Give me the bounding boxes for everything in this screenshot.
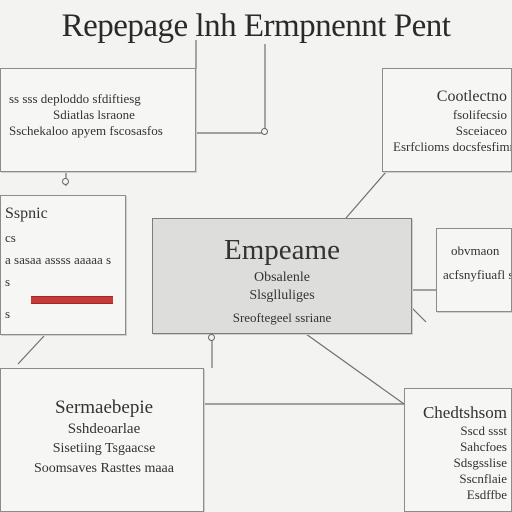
box-line: cs [5,230,16,245]
connector-node [208,334,215,341]
box-line: Sschekaloo apyem fscosasfos [9,123,163,138]
box-line: Esrfclioms docsfesfimn [393,139,512,154]
box-line: s [5,306,11,321]
highlight-bar [31,296,113,304]
box-line: Sdsgsslise [453,455,507,470]
box-line: Sreoftegeel ssriane [232,310,332,325]
box-heading: Cootlectno [436,88,507,105]
connector-arrow [411,307,427,323]
top-left-box: ss sss deploddo sfdiftiesg Sdiatlas lsra… [0,68,196,172]
box-line: Esdffbe [466,487,507,502]
box-line: Sisetiing Tsgaacse [52,441,156,456]
box-line: a sasaa assss aaaaa s [5,252,112,267]
connector-center-bottom-right [305,333,405,405]
box-heading: Sspnic [5,205,48,222]
box-heading: Sermaebepie [54,397,154,418]
box-line: fsolifecsio [452,107,507,122]
box-line: Sscnflaie [459,471,507,486]
box-heading: Chedtshsom [422,403,507,422]
box-line: Soomsaves Rasttes maaa [34,461,174,476]
top-right-box: Cootlectno fsolifecsio Ssceiaceo Esrfcli… [382,68,512,172]
box-line: acfsnyfiuafl sorse [443,267,511,282]
box-line: Sdiatlas lsraone [53,107,135,122]
connector-node [261,128,268,135]
bottom-left-box: Sermaebepie Sshdeoarlae Sisetiing Tsgaac… [0,368,204,512]
box-line: obvmaon [451,243,500,258]
box-line: Obsalenle [254,270,310,285]
box-line: Sshdeoarlae [67,421,141,437]
connector-title-top-left [195,40,266,134]
box-line: Slsglluliges [249,288,315,303]
center-box: Empeame Obsalenle Slsglluliges Sreoftege… [152,218,412,334]
box-line: Sahcfoes [460,439,507,454]
box-line: s [5,274,11,289]
box-line: Sscd ssst [460,423,507,438]
box-line: Ssceiaceo [455,123,507,138]
box-line: ss sss deploddo sfdiftiesg [9,91,141,106]
connector-top-right-center [345,171,387,219]
connector-node [62,178,69,185]
mid-right-box: obvmaon acfsnyfiuafl sorse [436,228,512,312]
mid-left-box: Sspnic cs a sasaa assss aaaaa s s s [0,195,126,335]
connector-mid-left-bottom-left [17,335,45,365]
bottom-right-box: Chedtshsom Sscd ssst Sahcfoes Sdsgsslise… [404,388,512,512]
diagram-title: Repepage lnh Ermpnennt Pent [61,8,451,44]
center-heading: Empeame [224,234,340,266]
